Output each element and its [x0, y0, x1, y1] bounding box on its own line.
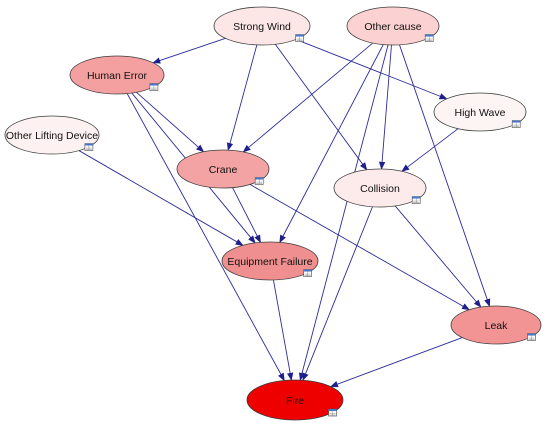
node-human-error[interactable]: Human Error [69, 55, 165, 95]
edge-strong-wind-to-human-error [152, 37, 226, 64]
edge-high-wave-to-collision [401, 128, 459, 172]
node-ellipse[interactable] [176, 149, 270, 189]
node-label: Crane [209, 164, 238, 176]
edge-equipment-failure-to-fire [272, 279, 294, 381]
table-icon[interactable] [328, 408, 337, 417]
edge-other-cause-to-leak [399, 44, 491, 307]
node-label: Leak [485, 320, 509, 332]
table-icon[interactable] [295, 34, 304, 42]
node-ellipse[interactable] [333, 168, 427, 208]
edge-human-error-to-crane [136, 91, 205, 153]
node-equipment-failure[interactable]: Equipment Failure [221, 241, 319, 281]
edge-other-cause-to-collision [378, 44, 392, 170]
node-high-wave[interactable]: High Wave [433, 92, 527, 132]
table-icon[interactable] [411, 196, 421, 204]
node-ellipse[interactable] [433, 92, 527, 132]
node-ellipse[interactable] [346, 6, 440, 46]
node-label: Strong Wind [233, 21, 291, 33]
node-label: Other cause [364, 21, 421, 33]
node-other-cause[interactable]: Other cause [346, 6, 440, 46]
edge-strong-wind-to-collision [274, 43, 368, 171]
edge-other-cause-to-fire [298, 44, 389, 381]
node-leak[interactable]: Leak [450, 305, 542, 345]
node-ellipse[interactable] [213, 6, 311, 46]
table-icon[interactable] [149, 83, 159, 91]
table-icon[interactable] [303, 269, 312, 277]
edge-collision-to-fire [302, 206, 373, 382]
node-ellipse[interactable] [69, 55, 165, 95]
edge-other-lifting-to-equipment-failure [78, 150, 244, 246]
edge-collision-to-leak [394, 205, 482, 308]
node-other-lifting[interactable]: Other Lifting Device [4, 115, 100, 155]
edges-layer [78, 37, 491, 388]
node-label: Collision [360, 183, 400, 195]
node-ellipse[interactable] [221, 241, 319, 281]
table-icon[interactable] [84, 143, 94, 151]
node-label: High Wave [455, 107, 506, 119]
edge-human-error-to-fire [126, 93, 285, 382]
table-icon[interactable] [254, 177, 264, 185]
edge-strong-wind-to-high-wave [295, 38, 448, 100]
node-strong-wind[interactable]: Strong Wind [213, 6, 311, 46]
node-ellipse[interactable] [246, 379, 344, 421]
node-label: Human Error [87, 70, 148, 82]
edge-crane-to-leak [249, 184, 470, 311]
table-icon[interactable] [424, 34, 434, 42]
node-collision[interactable]: Collision [333, 168, 427, 208]
table-icon[interactable] [527, 333, 536, 341]
edge-strong-wind-to-crane [226, 44, 258, 151]
edge-leak-to-fire [330, 337, 463, 388]
node-label: Equipment Failure [227, 256, 312, 268]
node-label: Other Lifting Device [6, 130, 98, 142]
edge-crane-to-equipment-failure [232, 187, 261, 244]
node-label: Fire [286, 395, 304, 407]
node-crane[interactable]: Crane [176, 149, 270, 189]
node-ellipse[interactable] [450, 305, 542, 345]
edge-other-cause-to-crane [242, 42, 374, 153]
node-ellipse[interactable] [4, 115, 100, 155]
table-icon[interactable] [511, 120, 521, 128]
node-fire[interactable]: Fire [246, 379, 344, 421]
edge-other-cause-to-equipment-failure [279, 44, 384, 244]
